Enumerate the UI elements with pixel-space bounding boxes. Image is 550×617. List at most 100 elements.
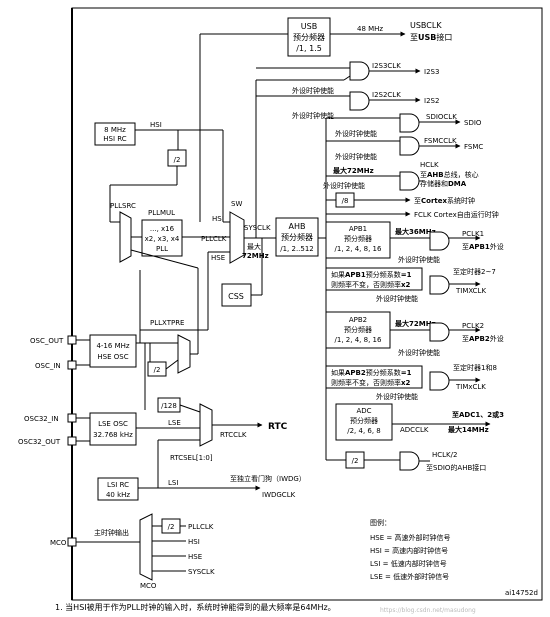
usb-prescaler-label: 预分频器 [293,32,325,42]
sysclk-label: SYSCLK [244,224,271,232]
sysclk-max-freq: 72MHz [242,252,269,260]
pllmul-label: PLLMUL [148,209,175,217]
adc-label: ADC [356,407,371,415]
i2s2-gate [349,91,370,111]
hclk2-label: HCLK/2 [432,451,457,459]
pclk1-gate [429,231,450,251]
hclk-dest1: 至AHB总线，核心 [420,170,479,179]
pclk2-gate [429,322,450,342]
apb2-divider-values: /1, 2, 4, 8, 16 [335,336,382,344]
lsi-rc-box [97,477,139,501]
apb2-max-label: 最大72MHz [395,319,436,328]
css-label: CSS [228,292,244,301]
watermark: https://blog.csdn.net/masudong [380,607,476,614]
fsmc-gate [399,136,420,156]
cortex-div8-label: /8 [342,197,349,205]
osc32-in-pin [67,413,77,423]
tim18-dest-label: 至定时器1和8 [453,363,497,372]
i2s2-label: I2S2 [424,97,439,105]
apb2-dest-label: 至APB2外设 [462,334,504,343]
sysclk-max-label: 最大 [247,242,261,251]
sw-hse-input: HSE [211,254,225,262]
rtc-label: RTC [268,422,288,432]
pllmul-values1: ..., x16 [150,225,175,233]
apb2-label: APB2 [349,316,367,324]
fsmc-label: FSMC [464,143,483,151]
hclk-dest2: 存储器和DMA [420,179,467,188]
adc-max-label: 最大14MHz [448,425,489,434]
lse-osc-box [89,412,137,446]
sdioclk-label: SDIOCLK [426,113,457,121]
i2s3-label: I2S3 [424,68,439,76]
hclk-enable-label: 外设时钟使能 [323,181,365,190]
sdio-ahb-dest-label: 至SDIO的AHB接口 [426,463,486,472]
ahb-prescaler-label: 预分频器 [281,232,313,242]
iwdgclk-label: IWDGCLK [262,491,296,499]
sdio-enable-label: 外设时钟使能 [335,129,377,138]
ahb-prescaler-box [275,217,319,257]
osc32-in-label: OSC32_IN [24,415,59,423]
hclk-max-label: 最大72MHz [333,166,374,175]
hse-osc-box [89,334,137,368]
lsi-freq-label: 40 kHz [106,491,130,499]
i2s2clk-label: I2S2CLK [372,91,401,99]
apb1-prescaler-label: 预分频器 [344,234,372,243]
hsi-wire-label: HSI [150,121,162,129]
hse-osc-label: HSE OSC [97,353,128,361]
apb2-enable-label: 外设时钟使能 [398,348,440,357]
pllxtpre-mux [177,334,191,374]
adc-dest-label: 至ADC1、2或3 [452,410,504,419]
lse-wire-label: LSE [168,419,181,427]
apb1-dest-label: 至APB1外设 [462,242,504,251]
hclk-label: HCLK [420,161,439,169]
hclk-gate [399,171,420,191]
rtcsel-label: RTCSEL[1:0] [170,454,213,462]
tim27-enable-label: 外设时钟使能 [376,294,418,303]
hsi-div2-label: /2 [174,156,181,164]
figure-id: ai14752d [505,589,538,597]
fsmc-enable-label: 外设时钟使能 [335,152,377,161]
sdio-ahb-div2-label: /2 [352,457,359,465]
usb-dest-label: 至USB接口 [410,32,452,42]
usb-label: USB [301,22,317,31]
ahb-label: AHB [289,222,306,231]
i2s2-enable-label: 外设时钟使能 [292,111,334,120]
hsi-rc-box [94,122,136,146]
sdio-label: SDIO [464,119,482,127]
apb1-label: APB1 [349,225,367,233]
pll-label: PLL [156,245,168,253]
usb-prescaler-box [287,17,331,57]
apb2-prescaler-label: 预分频器 [344,325,372,334]
tim27-multiplier-box [325,267,423,291]
tim18-cond-line1: 如果APB2预分频系数=1 [331,368,412,377]
pllmul-values2: x2, x3, x4 [145,235,180,243]
adc-divider-values: /2, 4, 6, 8 [347,427,381,435]
mco-output-label: 主时钟输出 [94,528,129,537]
mco-pllclk-input: PLLCLK [188,523,214,531]
sdio-ahb-gate [399,451,420,471]
hse-freq-label: 4-16 MHz [96,342,129,350]
lsi-wire-label: LSI [168,479,178,487]
mco-sysclk-input: SYSCLK [188,568,215,576]
apb1-enable-label: 外设时钟使能 [398,255,440,264]
sw-pllclk-input: PLLCLK [201,235,227,243]
mco-mux-label: MCO [140,582,157,590]
pllmul-box [141,219,183,257]
usb-divider-values: /1, 1.5 [296,44,322,53]
legend-hsi: HSI = 高速内部时钟信号 [370,546,448,555]
mco-pin [67,537,77,547]
i2s3-gate [349,61,370,81]
pllxtpre-label: PLLXTPRE [150,319,184,327]
hse-div128-label: /128 [161,402,177,410]
mco-mux [139,513,153,581]
hsi-freq-label: 8 MHz [104,126,126,134]
tim27-cond-line2: 则频率不变，否则频率x2 [331,280,411,289]
mco-hse-input: HSE [188,553,202,561]
osc32-out-pin [67,436,77,446]
tim27-cond-line1: 如果APB1预分频系数=1 [331,270,412,279]
diagram-frame [71,7,543,601]
tim18-gate [429,371,450,391]
iwdg-dest-label: 至独立看门狗（IWDG） [230,474,306,483]
sdio-gate [399,113,420,133]
